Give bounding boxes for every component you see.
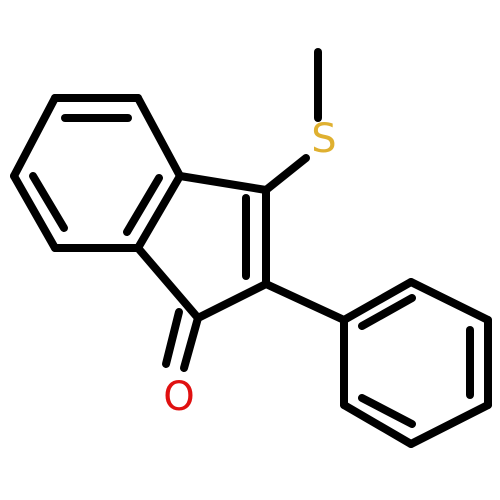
bond-carbonyl-2: [162, 308, 183, 368]
bond-phenyl-5-inner: [358, 394, 416, 428]
bond-s-c3: [262, 154, 310, 194]
oxygen-atom-label: O: [163, 374, 194, 420]
atom-labels: S O: [163, 116, 336, 420]
bond-benzo-5: [10, 172, 59, 252]
bond-phenyl-5: [340, 401, 415, 448]
bond-benzo-3-inner: [123, 174, 163, 236]
bond-phenyl-2: [407, 278, 492, 324]
bond-benzo-2: [134, 94, 184, 180]
bond-phenyl-1-inner: [358, 294, 416, 330]
bond-c2-phenyl: [262, 280, 348, 324]
bond-carbonyl-1: [180, 314, 202, 372]
bond-benzo-5-inner: [29, 172, 68, 232]
bond-c1-c7a: [134, 244, 202, 322]
bond-phenyl-1: [340, 278, 415, 324]
bond-phenyl-4: [407, 401, 492, 448]
sulfur-atom-label: S: [311, 116, 336, 162]
bond-c2-c1: [194, 280, 270, 322]
bond-lines: [10, 48, 492, 448]
bond-benzo-6: [10, 94, 59, 180]
bond-c3a-c3: [176, 172, 270, 194]
bond-benzo-3: [134, 172, 184, 252]
